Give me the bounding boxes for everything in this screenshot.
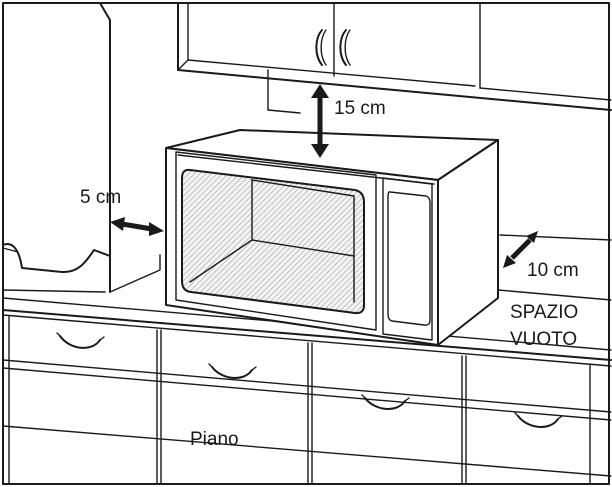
control-panel (382, 177, 433, 341)
side-clearance-label: 5 cm (80, 187, 121, 208)
empty-space-label-line1: SPAZIO (510, 302, 578, 323)
drawer-handle-3 (361, 394, 410, 410)
empty-space-label-line2: VUOTO (510, 329, 577, 350)
door-window (181, 168, 365, 315)
top-clearance-label: 15 cm (334, 98, 386, 119)
wall-cabinet (177, 2, 612, 114)
microwave-oven (165, 129, 499, 346)
tall-cabinet-left (2, 2, 161, 293)
drawer-handle-1 (56, 332, 105, 349)
drawer-handle-4 (514, 412, 563, 428)
counter-label: Piano (190, 429, 239, 450)
base-cabinets (2, 314, 612, 485)
side-clearance-arrow (110, 217, 164, 236)
rear-clearance-label: 10 cm (527, 260, 579, 281)
top-clearance-arrow (311, 84, 329, 158)
cabinet-handle-right (339, 29, 351, 66)
drawer-handle-2 (208, 363, 257, 379)
rear-clearance-arrow (503, 231, 538, 268)
cabinet-handle-left (315, 29, 327, 66)
